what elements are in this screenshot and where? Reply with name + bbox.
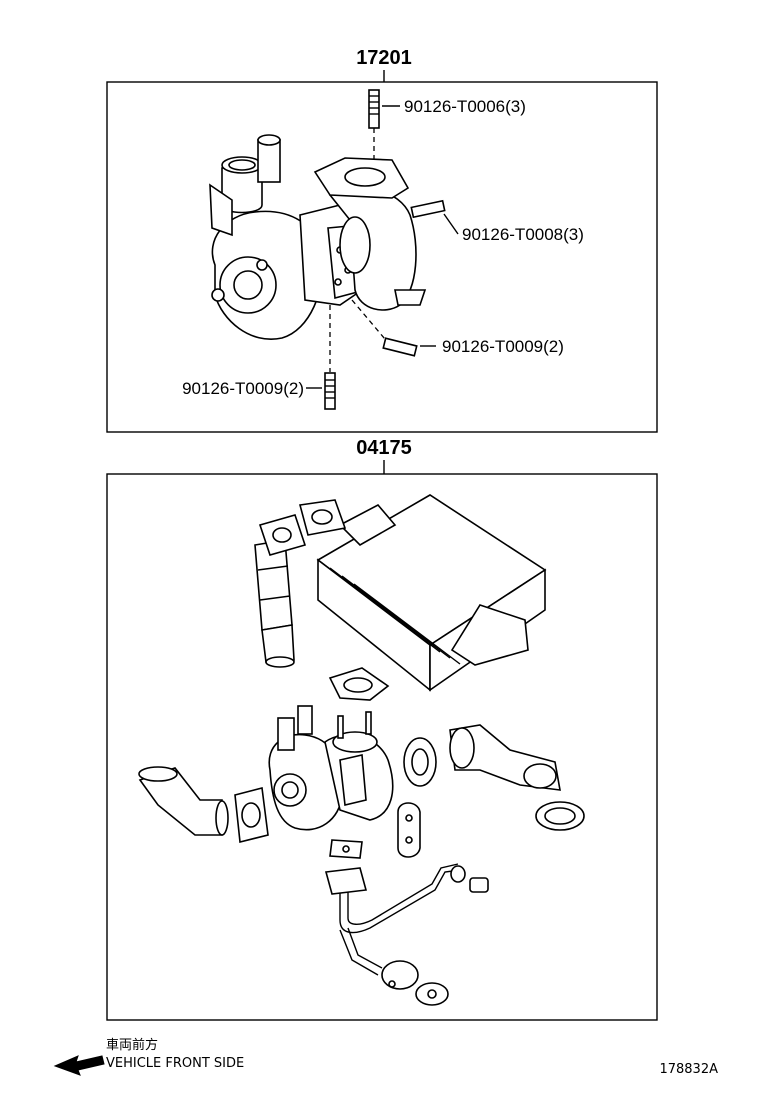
- exhaust-elbow-pipe[interactable]: [449, 724, 561, 791]
- callout-label-2[interactable]: 90126-T0008(3): [462, 225, 584, 244]
- flange-gasket-top[interactable]: [328, 667, 390, 701]
- gasket-kit-frame: [106, 473, 658, 1021]
- callout-leader-2: [443, 213, 459, 235]
- legend-japanese-text: 車両前方: [106, 1037, 158, 1053]
- ring-gasket[interactable]: [535, 801, 585, 831]
- stud-90126-T0009-bottom[interactable]: [324, 372, 336, 410]
- stud-right-dashline: [351, 299, 391, 346]
- intake-hose-illustration[interactable]: [254, 499, 347, 668]
- turbine-outlet-gasket[interactable]: [403, 737, 437, 787]
- turbo-frame: [106, 81, 658, 433]
- stud-90126-T0009-right[interactable]: [382, 337, 418, 357]
- union-bolt[interactable]: [469, 877, 489, 893]
- turbo-part-label[interactable]: 17201: [356, 47, 412, 69]
- oil-gasket-right[interactable]: [397, 802, 421, 858]
- kit-turbo-illustration[interactable]: [268, 705, 394, 831]
- legend-english-text: VEHICLE FRONT SIDE: [106, 1056, 244, 1071]
- compressor-inlet-hose[interactable]: [138, 766, 229, 836]
- intercooler-illustration[interactable]: [316, 494, 547, 692]
- compressor-gasket[interactable]: [234, 786, 269, 843]
- callout-label-1[interactable]: 90126-T0006(3): [404, 97, 526, 116]
- oil-gasket-small[interactable]: [329, 839, 363, 859]
- vehicle-front-legend: 車両前方 VEHICLE FRONT SIDE: [53, 1037, 244, 1076]
- stud-90126-T0006[interactable]: [368, 89, 380, 129]
- gasket-kit-part-label[interactable]: 04175: [356, 437, 412, 459]
- oil-feed-pipe[interactable]: [324, 863, 466, 1006]
- drawing-number: 178832A: [659, 1062, 718, 1077]
- turbocharger-illustration[interactable]: [209, 134, 427, 340]
- callout-label-4[interactable]: 90126-T0009(2): [182, 379, 304, 398]
- callout-label-3[interactable]: 90126-T0009(2): [442, 337, 564, 356]
- left-arrow-icon: [53, 1055, 105, 1076]
- stud-90126-T0008[interactable]: [410, 199, 446, 219]
